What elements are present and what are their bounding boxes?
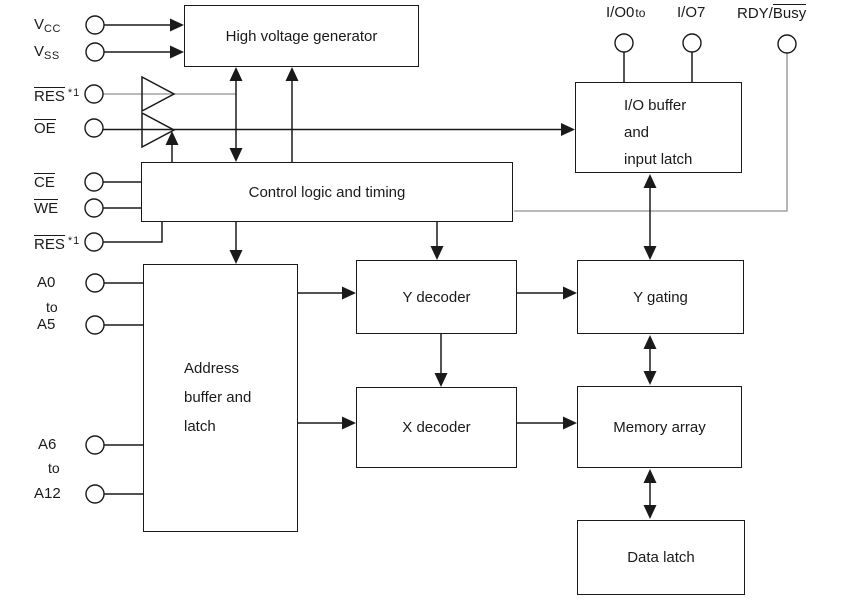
pin-label-we: WE <box>34 199 59 217</box>
pin-label-vcc: VCC <box>34 16 61 35</box>
arrow-up-memory-bottom <box>643 469 657 483</box>
pin-label-io0: I/O0to <box>606 4 646 21</box>
pin-terminal-vss <box>85 42 105 62</box>
pin-terminal-vcc <box>85 15 105 35</box>
footnote-mark: *1 <box>67 235 81 247</box>
arrow-up-oe-junction <box>165 131 179 145</box>
pin-label-vss: VSS <box>34 43 60 62</box>
pin-label-io7: I/O7 <box>677 4 706 21</box>
buffer-triangles <box>141 75 176 149</box>
block-control-logic: Control logic and timing <box>141 162 513 222</box>
arrow-vcc-hvg <box>170 18 184 32</box>
block-label: X decoder <box>402 419 471 436</box>
pin-terminal-io0 <box>614 33 634 53</box>
block-label-line: Address <box>184 360 240 377</box>
pin-terminal-a6 <box>85 435 105 455</box>
block-label-line: buffer and <box>184 389 252 406</box>
pin-terminal-oe <box>84 118 104 138</box>
block-label-line: and <box>624 124 650 141</box>
arrow-down-memory-top <box>643 371 657 385</box>
arrow-right-xdec <box>342 416 356 430</box>
pin-terminal-rdy-busy <box>777 34 797 54</box>
arrow-up-hvg-b <box>285 67 299 81</box>
arrow-up-iobuf <box>643 174 657 188</box>
pin-label-a6-a12-to: to <box>48 460 60 476</box>
block-data-latch: Data latch <box>577 520 745 595</box>
block-high-voltage-generator: High voltage generator <box>184 5 419 67</box>
arrow-down-control-a <box>229 148 243 162</box>
arrow-right-ydec <box>342 286 356 300</box>
pin-terminal-res-bottom <box>84 232 104 252</box>
arrow-down-addr <box>229 250 243 264</box>
block-address-buffer: Address buffer and latch <box>143 264 298 532</box>
block-label: Y decoder <box>402 288 471 306</box>
gray-wires <box>103 53 788 212</box>
block-label-line: latch <box>184 418 216 435</box>
arrow-down-ydec <box>430 246 444 260</box>
pin-label-rdy-busy: RDY/Busy <box>737 4 807 22</box>
pin-terminal-a5 <box>85 315 105 335</box>
block-io-buffer: I/O buffer and input latch <box>575 82 742 173</box>
arrow-down-datalatch <box>643 505 657 519</box>
arrow-right-ygating <box>563 286 577 300</box>
pin-label-oe: OE <box>34 119 56 137</box>
pin-label-a0-a5-to: to <box>46 299 58 315</box>
pin-label-a0: A0 <box>37 274 56 291</box>
pin-label-res-bottom: RES*1 <box>34 235 81 253</box>
pin-terminal-io7 <box>682 33 702 53</box>
pin-label-io-range-to: to <box>635 6 646 20</box>
arrow-right-memory <box>563 416 577 430</box>
pin-terminal-a0 <box>85 273 105 293</box>
arrow-up-ygating <box>643 335 657 349</box>
pin-terminals <box>84 15 797 504</box>
black-wires <box>103 24 693 508</box>
buffer-res-icon <box>141 75 176 113</box>
pin-terminal-we <box>84 198 104 218</box>
block-memory-array: Memory array <box>577 386 742 468</box>
block-label: High voltage generator <box>225 27 378 45</box>
arrow-down-xdec <box>434 373 448 387</box>
arrow-vss-hvg <box>170 45 184 59</box>
block-y-decoder: Y decoder <box>356 260 517 334</box>
block-label: Control logic and timing <box>248 183 406 201</box>
buffer-oe-icon <box>141 111 176 149</box>
block-label: Memory array <box>613 418 706 436</box>
arrowheads <box>165 18 657 519</box>
block-y-gating: Y gating <box>577 260 744 334</box>
pin-terminal-ce <box>84 172 104 192</box>
arrow-down-ygating <box>643 246 657 260</box>
pin-label-a12: A12 <box>34 485 61 502</box>
pin-label-ce: CE <box>34 173 55 191</box>
pin-terminal-res-top <box>84 84 104 104</box>
wire-res-bottom <box>103 221 163 243</box>
wire-rdy-busy <box>514 53 788 212</box>
pin-label-res-top: RES*1 <box>34 87 81 105</box>
footnote-mark: *1 <box>67 87 81 99</box>
block-x-decoder: X decoder <box>356 387 517 468</box>
pin-label-a6: A6 <box>38 436 57 453</box>
arrow-up-hvg-a <box>229 67 243 81</box>
block-label: Data latch <box>627 549 695 566</box>
pin-terminal-a12 <box>85 484 105 504</box>
arrow-oe-iobuf <box>561 123 575 136</box>
pin-label-a5: A5 <box>37 316 56 333</box>
block-label-line: I/O buffer <box>624 97 687 114</box>
block-label: Y gating <box>633 288 688 306</box>
block-label-line: input latch <box>624 151 693 168</box>
